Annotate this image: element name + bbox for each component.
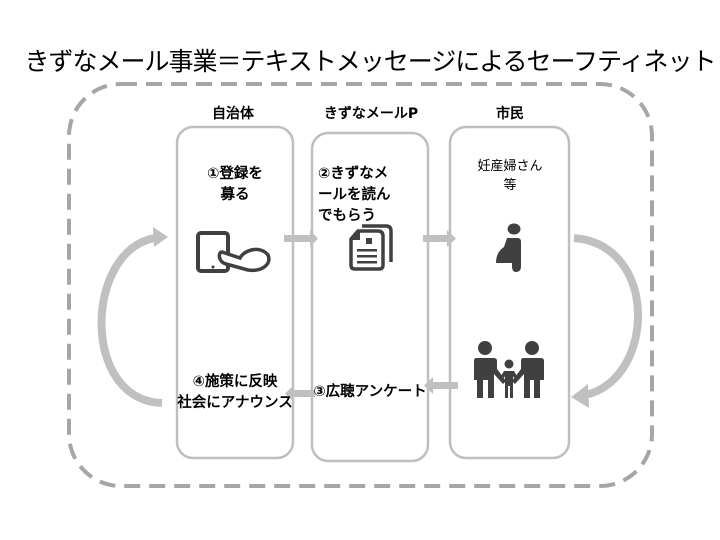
step3-survey: ③広聴アンケート: [313, 384, 427, 400]
diagram-title: きずなメール事業＝テキストメッセージによるセーフティネット: [24, 47, 716, 76]
step4-policy-reflection: ④施策に反映 社会にアナウンス: [168, 372, 302, 414]
arrow-citizens-to-kizuna: [424, 377, 458, 394]
column-header-municipality: 自治体: [212, 106, 254, 122]
left-cycle-arrow: [97, 227, 168, 407]
column-header-kizuna-mail: きずなメールP: [323, 106, 419, 122]
documents-icon: [349, 224, 393, 271]
step1-recruit-registration: ①登録を 募る: [180, 164, 290, 206]
arrow-kizuna-to-citizens: [423, 230, 456, 247]
column-header-citizens: 市民: [496, 106, 524, 122]
tablet-touch-icon: [196, 231, 271, 273]
arrow-kizuna-to-municipality: [285, 385, 315, 402]
right-cycle-arrow: [571, 234, 642, 408]
step4-line1: ④施策に反映: [192, 374, 278, 390]
citizen-label: 妊産婦さん 等: [452, 157, 568, 195]
step1-line2: 募る: [220, 187, 250, 203]
family-icon: [474, 341, 544, 398]
step2-read-mail: ②きずなメ ールを読ん でもらう: [318, 164, 424, 227]
column-box-municipality: [175, 125, 295, 460]
citizen-line2: 等: [503, 178, 517, 193]
pregnant-woman-icon: [496, 223, 521, 272]
step2-line3: でもらう: [318, 208, 376, 224]
arrow-municipality-to-kizuna: [284, 230, 318, 247]
step1-line1: ①登録を: [207, 166, 263, 182]
outer-dashed-frame: [67, 82, 654, 488]
step2-line1: ②きずなメ: [318, 166, 389, 182]
citizen-line1: 妊産婦さん: [477, 159, 543, 174]
column-box-kizuna-mail: [310, 131, 430, 463]
step2-line2: ールを読ん: [318, 187, 391, 203]
step4-line2: 社会にアナウンス: [177, 395, 293, 411]
